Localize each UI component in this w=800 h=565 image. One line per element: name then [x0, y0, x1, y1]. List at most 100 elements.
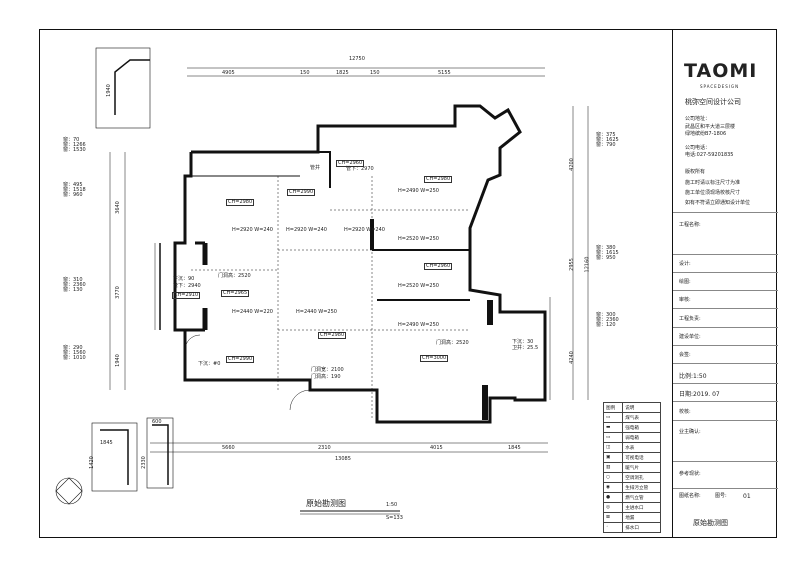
window-note-right-1: 窗：375 窗：1625 窗：790 — [596, 132, 619, 148]
detail-dim: 600 — [152, 419, 162, 425]
height-note: H=2440 W=220 — [232, 309, 273, 315]
dim-top-a: 4905 — [222, 70, 235, 76]
dim-left-b: 3770 — [114, 286, 121, 299]
note-line: 施工时请以标注尺寸为准 — [685, 180, 741, 186]
dim-top-b: 150 — [300, 70, 310, 76]
address-line: 绿地缤纷B7-1806 — [685, 131, 727, 137]
dim-right-c: 12160 — [584, 256, 591, 273]
detail-dim: 1420 — [88, 456, 95, 469]
door-note: 门洞高：190 — [311, 374, 341, 380]
room-tag: CH=2960 — [424, 263, 453, 270]
dim-bottom-d: 1845 — [508, 445, 521, 451]
reference-field: 参考现状: — [679, 471, 701, 477]
misc-note: 下沉：#0 — [198, 361, 221, 367]
dim-left-c: 1940 — [114, 354, 121, 367]
brand-logo: TAOMI — [684, 60, 758, 82]
legend-item: 生排污立管 — [622, 482, 661, 493]
height-note: H=2920 W=240 — [286, 227, 327, 233]
room-tag: CH=2980 — [226, 199, 255, 206]
legend-header: 图例 — [602, 402, 624, 413]
window-note-left-2: 窗：495 窗：1518 窗：960 — [63, 182, 86, 198]
window-note-right-3: 窗：300 窗：2360 窗：120 — [596, 312, 619, 328]
legend-item: 地漏 — [622, 512, 661, 523]
phone-label: 公司电话： — [685, 145, 711, 151]
door-note: 门洞高：2520 — [218, 273, 251, 279]
legend-item: 弱电箱 — [622, 432, 661, 443]
address-line: 武昌区和平大道三层楼 — [685, 124, 736, 130]
dim-bottom-b: 2310 — [318, 445, 331, 451]
dim-top-d: 150 — [370, 70, 380, 76]
detail-dim: 1940 — [105, 84, 112, 97]
client-field: 建设单位: — [679, 334, 701, 340]
legend-item: 燃气立管 — [622, 492, 661, 503]
dim-top-e: 5155 — [438, 70, 451, 76]
project-field: 工程名称: — [679, 222, 701, 228]
room-tag: CH=3000 — [420, 355, 449, 362]
design-field: 设计: — [679, 261, 691, 267]
sheet-name: 原始勘测图 — [693, 519, 728, 527]
room-tag: CH=2965 — [221, 290, 250, 297]
drawing-scale: 1:50 — [386, 502, 398, 508]
scale-field: 比例:1:50 — [679, 373, 707, 380]
height-note: H=2920 W=240 — [232, 227, 273, 233]
title-block: TAOMI SPACEDESIGN 桃弥空间设计公司 公司地址： 武昌区和平大道… — [672, 29, 778, 538]
rights-label: 版权所有 — [685, 169, 706, 175]
drawing-area: S=133 — [386, 515, 403, 521]
misc-note: 卫井：25.5 — [512, 345, 539, 351]
countersign-field: 会签: — [679, 352, 691, 358]
sheet-name-label: 图纸名称: — [679, 493, 701, 499]
dim-right-b: 2955 — [568, 258, 575, 271]
dim-bottom-total: 13085 — [335, 456, 351, 462]
note-line: 如有不符请立即通知设计单位 — [685, 200, 751, 206]
height-note: H=2920 W=240 — [344, 227, 385, 233]
draw-field: 绘图: — [679, 279, 691, 285]
legend-item: 排水口 — [622, 522, 661, 533]
address-label: 公司地址： — [685, 116, 711, 122]
height-note: H=2520 W=250 — [398, 283, 439, 289]
sheet-no: 01 — [743, 493, 751, 500]
misc-note: 下沉：30 — [512, 339, 534, 345]
legend-header: 说明 — [622, 402, 661, 413]
manager-field: 工程负责: — [679, 316, 701, 322]
room-tag: CH=2910 — [172, 292, 201, 299]
legend-item: 煤气表 — [622, 412, 661, 423]
legend-item: 水表 — [622, 442, 661, 453]
misc-note: 管下：2970 — [346, 166, 374, 172]
dim-right-d: 4240 — [568, 351, 575, 364]
approve-field: 业主确认: — [679, 429, 701, 435]
window-note-right-2: 窗：380 窗：1615 窗：950 — [596, 245, 619, 261]
legend-table: 图例说明 ▭煤气表 ▬强电箱 ▭弱电箱 ◫水表 ▣可视电话 ▥暖气片 ○空调洞孔… — [602, 402, 661, 533]
dim-top-c: 1825 — [336, 70, 349, 76]
date-field: 日期:2019. 07 — [679, 391, 720, 398]
dim-bottom-c: 4015 — [430, 445, 443, 451]
dim-top-total: 12750 — [349, 56, 365, 62]
legend-item: 暖气片 — [622, 462, 661, 473]
room-tag: CH=2980 — [318, 332, 347, 339]
misc-note: 管下：2940 — [173, 283, 201, 289]
door-note: 门洞宽：2100 — [311, 367, 344, 373]
room-tag: CH=2980 — [424, 176, 453, 183]
drawing-title: 原始勘测图 — [306, 499, 346, 508]
check-field: 校核: — [679, 409, 691, 415]
dim-left-a: 3640 — [114, 201, 121, 214]
legend-item: 强电箱 — [622, 422, 661, 433]
window-note-left-4: 窗：290 窗：1560 窗：1010 — [63, 345, 86, 361]
room-tag: CH=2960 — [336, 160, 365, 167]
window-note-left-1: 窗：70 窗：1266 窗：1530 — [63, 137, 86, 153]
legend-item: 可视电话 — [622, 452, 661, 463]
drawing-frame — [39, 29, 777, 538]
misc-note: 下沉：90 — [173, 276, 195, 282]
company-name: 桃弥空间设计公司 — [685, 98, 741, 106]
height-note: H=2490 W=250 — [398, 188, 439, 194]
dim-bottom-a: 5660 — [222, 445, 235, 451]
misc-note: 管井 — [310, 165, 321, 171]
legend-item: 主进水口 — [622, 502, 661, 513]
door-note: 门洞高：2520 — [436, 340, 469, 346]
dim-right-a: 4200 — [568, 158, 575, 171]
window-note-left-3: 窗：310 窗：2360 窗：130 — [63, 277, 86, 293]
phone-number: 电话:027-59201835 — [685, 152, 734, 158]
height-note: H=2440 W=250 — [296, 309, 337, 315]
room-tag: CH=2990 — [287, 189, 316, 196]
detail-dim: 2330 — [140, 456, 147, 469]
